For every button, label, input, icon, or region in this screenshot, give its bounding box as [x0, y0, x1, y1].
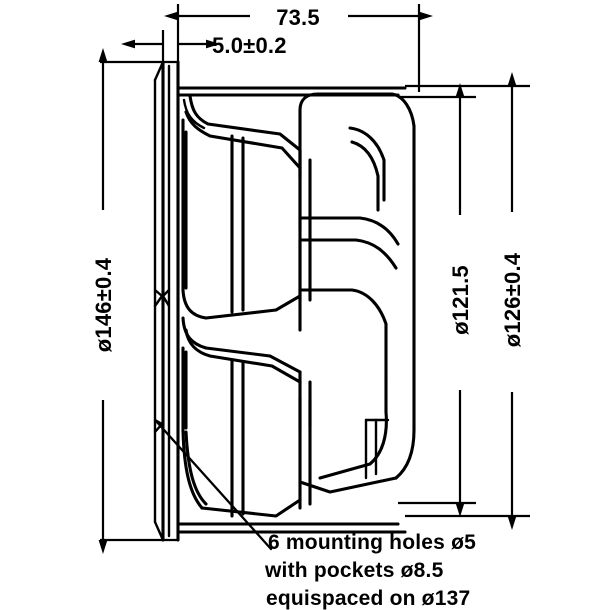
note-line-3: equispaced on ø137 [266, 587, 470, 610]
note-line-1: 6 mounting holes ø5 [268, 531, 476, 554]
mounting-hole-leader-line [154, 419, 273, 551]
dimension-bolt-flange-diameter: ø126±0.4 [405, 71, 530, 531]
basket-lower-section [181, 358, 312, 518]
basket-mid-section [181, 316, 302, 432]
pole-piece-detail [364, 418, 390, 480]
dimension-label-flange-thickness: 5.0±0.2 [212, 33, 287, 58]
mounting-holes-note: 6 mounting holes ø5 with pockets ø8.5 eq… [264, 531, 476, 610]
note-line-2: with pockets ø8.5 [264, 559, 444, 582]
dimension-label-bolt-flange-diameter: ø126±0.4 [500, 252, 525, 347]
frame-bottom-rim [176, 522, 407, 534]
dimension-flange-thickness: 5.0±0.2 [120, 30, 287, 62]
dimension-frame-outer-diameter: ø146±0.4 [91, 47, 178, 555]
dimension-cone-diameter: ø121.5 [398, 82, 476, 518]
dimension-label-overall-depth: 73.5 [276, 5, 320, 30]
basket-upper-section [181, 94, 312, 320]
dimension-label-cone-diameter: ø121.5 [448, 265, 473, 335]
mounting-flange-plate [153, 60, 180, 542]
magnet-assembly [298, 92, 416, 494]
dimension-label-frame-outer-diameter: ø146±0.4 [91, 257, 116, 352]
speaker-cross-section-geometry [153, 60, 416, 542]
dimension-overall-depth: 73.5 [163, 4, 434, 92]
